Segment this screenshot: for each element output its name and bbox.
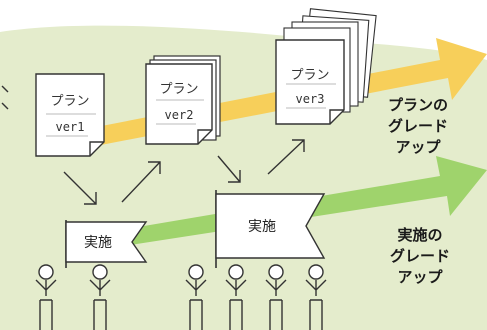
- person-icon: [305, 264, 327, 330]
- execution-upgrade-line-2: グレード: [390, 247, 450, 265]
- edge-mark: [1, 102, 9, 110]
- execution-upgrade-line-1: 実施の: [397, 226, 442, 244]
- doc-version: ver2: [165, 108, 194, 122]
- person-icon: [225, 264, 247, 330]
- doc-title: プラン: [290, 68, 329, 83]
- doc-title: プラン: [50, 94, 89, 109]
- execution-flag-1: 実施: [65, 220, 148, 268]
- arrow-flag2-to-doc3: [267, 139, 305, 175]
- arrow-flag1-to-doc2: [121, 161, 161, 203]
- person-icon: [89, 264, 111, 330]
- person-icon: [265, 264, 287, 330]
- arrow-doc1-to-flag1: [63, 171, 97, 205]
- flag-label: 実施: [248, 219, 276, 235]
- execution-upgrade-line-3: アップ: [397, 268, 443, 286]
- person-icon: [185, 264, 207, 330]
- plan-upgrade-label: プランの グレード アップ: [388, 96, 448, 156]
- execution-flag-2: 実施: [215, 190, 326, 268]
- person-icon: [35, 264, 57, 330]
- plan-document-ver2: プラン ver2: [145, 55, 221, 145]
- people-group: [35, 264, 327, 330]
- execution-upgrade-label: 実施の グレード アップ: [390, 226, 450, 286]
- plan-document-ver3: プラン ver3: [275, 8, 377, 125]
- doc-title: プラン: [159, 82, 198, 97]
- doc-version: ver3: [296, 92, 325, 106]
- edge-mark: [1, 85, 9, 93]
- plan-document-ver1: プラン ver1: [35, 73, 105, 157]
- flag-label: 実施: [84, 235, 112, 251]
- doc-version: ver1: [56, 120, 85, 134]
- arrow-doc2-to-flag2: [217, 155, 241, 183]
- plan-upgrade-line-3: アップ: [395, 138, 441, 156]
- plan-upgrade-line-2: グレード: [388, 117, 448, 135]
- flow-arrows: [63, 139, 305, 205]
- plan-upgrade-line-1: プランの: [388, 96, 448, 114]
